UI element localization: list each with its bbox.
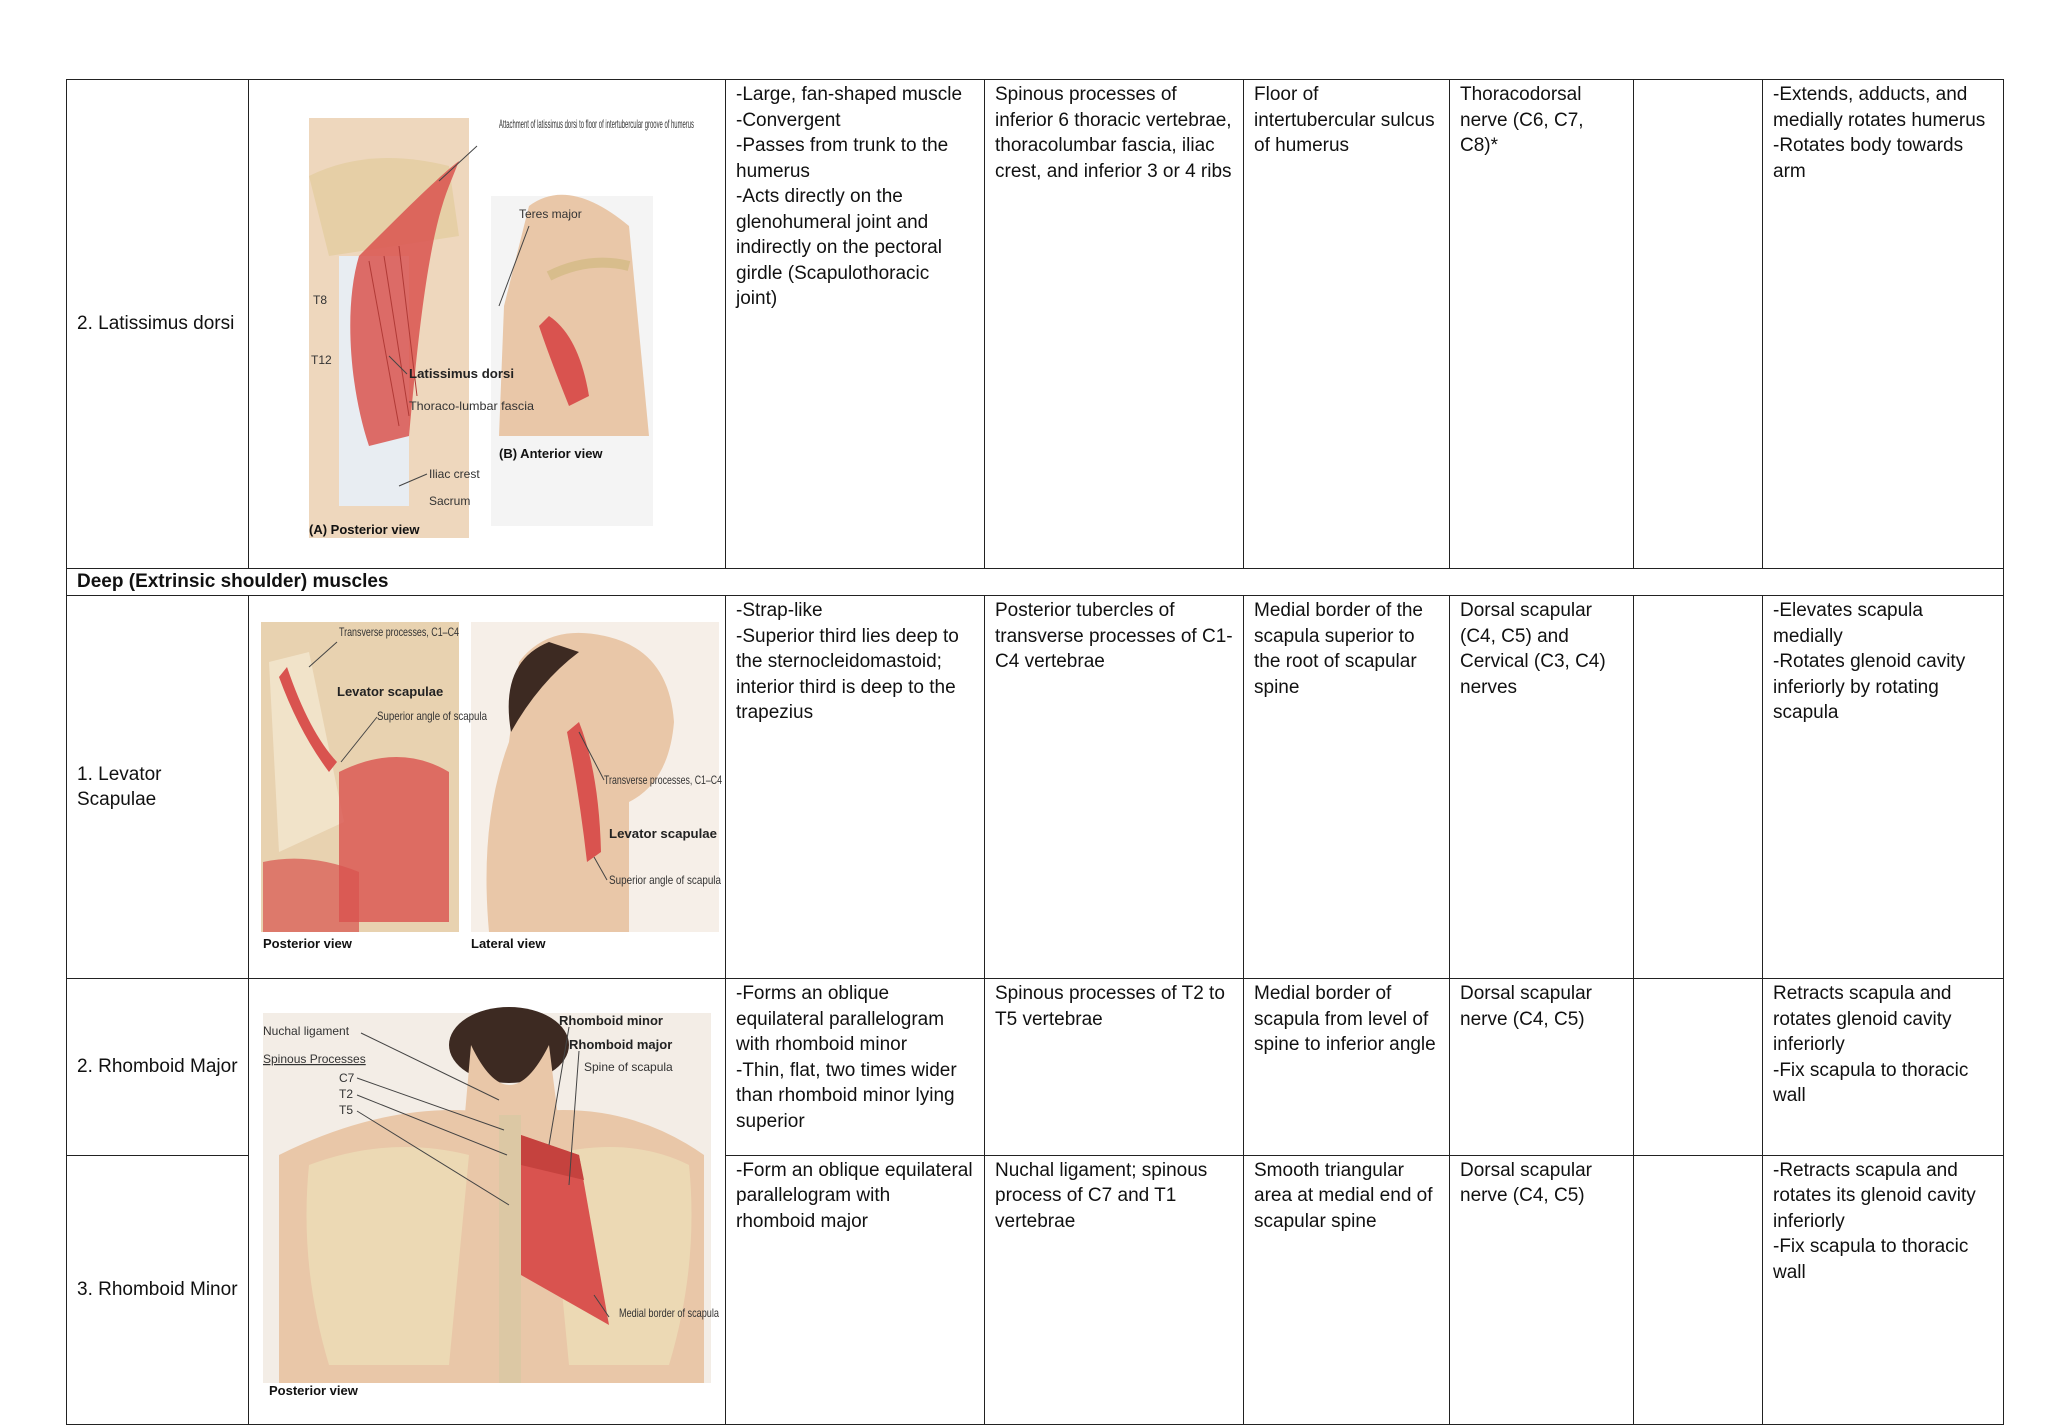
muscle-name: 2. Latissimus dorsi bbox=[66, 79, 249, 569]
blank-cell bbox=[1633, 595, 1763, 979]
caption-rhomboid-posterior: Posterior view bbox=[269, 1383, 359, 1398]
label-c7: C7 bbox=[339, 1071, 355, 1085]
innervation-cell: Dorsal scapular (C4, C5) and Cervical (C… bbox=[1449, 595, 1634, 979]
label-thoraco: Thoraco-lumbar fascia bbox=[409, 399, 534, 413]
label-spinous: Spinous Processes bbox=[263, 1052, 366, 1066]
section-row: Deep (Extrinsic shoulder) muscles bbox=[66, 568, 2004, 596]
features-cell: -Forms an oblique equilateral parallelog… bbox=[725, 978, 985, 1156]
muscle-name: 3. Rhomboid Minor bbox=[66, 1154, 249, 1425]
label-transverse-posterior: Transverse processes, C1–C4 bbox=[339, 625, 459, 639]
action-cell: -Retracts scapula and rotates its glenoi… bbox=[1762, 1154, 2004, 1425]
label-t2: T2 bbox=[339, 1087, 353, 1101]
label-sacrum: Sacrum bbox=[429, 494, 470, 508]
innervation-cell: Dorsal scapular nerve (C4, C5) bbox=[1449, 978, 1634, 1156]
innervation-cell: Thoracodorsal nerve (C6, C7, C8)* bbox=[1449, 79, 1634, 569]
innervation-cell: Dorsal scapular nerve (C4, C5) bbox=[1449, 1154, 1634, 1425]
muscle-name: 2. Rhomboid Major bbox=[66, 978, 249, 1156]
features-cell: -Form an oblique equilateral parallelogr… bbox=[725, 1154, 985, 1425]
label-attachment: Attachment of latissimus dorsi to floor … bbox=[499, 117, 694, 131]
label-spine-of-scapula: Spine of scapula bbox=[584, 1060, 673, 1074]
muscle-table: 2. Latissimus dorsi Attachment of latiss… bbox=[66, 79, 2004, 1425]
origin-cell: Nuchal ligament; spinous process of C7 a… bbox=[984, 1154, 1244, 1425]
table-row-rhomboid-major: 2. Rhomboid Major Nuchal ligament Spinou… bbox=[66, 978, 2004, 1425]
label-transverse-lateral: Transverse processes, C1–C4 bbox=[604, 773, 722, 787]
insertion-cell: Medial border of scapula from level of s… bbox=[1243, 978, 1450, 1156]
label-latissimus: Latissimus dorsi bbox=[409, 366, 514, 381]
table-row-levator: 1. Levator Scapulae Transverse processes… bbox=[66, 595, 2004, 979]
caption-posterior: (A) Posterior view bbox=[309, 522, 420, 537]
latissimus-dorsi-figure: Attachment of latissimus dorsi to floor … bbox=[309, 117, 694, 538]
blank-cell bbox=[1633, 79, 1763, 569]
insertion-cell: Smooth triangular area at medial end of … bbox=[1243, 1154, 1450, 1425]
blank-cell bbox=[1633, 978, 1763, 1156]
rhomboid-figure: Nuchal ligament Spinous Processes C7 T2 … bbox=[263, 1006, 719, 1398]
table-row-latissimus: 2. Latissimus dorsi Attachment of latiss… bbox=[66, 79, 2004, 569]
label-teres: Teres major bbox=[519, 207, 582, 221]
label-rhomboid-minor: Rhomboid minor bbox=[559, 1013, 663, 1028]
label-rhomboid-major: Rhomboid major bbox=[569, 1037, 672, 1052]
features-cell: -Strap-like -Superior third lies deep to… bbox=[725, 595, 985, 979]
action-cell: Retracts scapula and rotates glenoid cav… bbox=[1762, 978, 2004, 1156]
action-cell: -Elevates scapula medially -Rotates glen… bbox=[1762, 595, 2004, 979]
caption-lateral-view: Lateral view bbox=[471, 936, 546, 951]
label-t5: T5 bbox=[339, 1103, 353, 1117]
caption-anterior: (B) Anterior view bbox=[499, 446, 603, 461]
label-t12: T12 bbox=[311, 353, 332, 367]
label-levator-posterior: Levator scapulae bbox=[337, 684, 443, 699]
label-nuchal: Nuchal ligament bbox=[263, 1024, 350, 1038]
section-title: Deep (Extrinsic shoulder) muscles bbox=[66, 568, 2004, 596]
label-medial-border: Medial border of scapula bbox=[619, 1306, 719, 1320]
label-levator-lateral: Levator scapulae bbox=[609, 826, 717, 841]
origin-cell: Spinous processes of T2 to T5 vertebrae bbox=[984, 978, 1244, 1156]
rhomboid-figure-cell: Nuchal ligament Spinous Processes C7 T2 … bbox=[248, 978, 726, 1425]
insertion-cell: Floor of intertubercular sulcus of humer… bbox=[1243, 79, 1450, 569]
levator-scapulae-figure: Transverse processes, C1–C4 Levator scap… bbox=[261, 621, 722, 951]
muscle-name: 1. Levator Scapulae bbox=[66, 595, 249, 979]
label-t8: T8 bbox=[313, 293, 327, 307]
features-cell: -Large, fan-shaped muscle -Convergent -P… bbox=[725, 79, 985, 569]
caption-posterior-view: Posterior view bbox=[263, 936, 353, 951]
levator-figure-cell: Transverse processes, C1–C4 Levator scap… bbox=[248, 595, 726, 979]
origin-cell: Posterior tubercles of transverse proces… bbox=[984, 595, 1244, 979]
label-iliac: Iliac crest bbox=[429, 467, 480, 481]
label-superior-posterior: Superior angle of scapula bbox=[377, 709, 487, 723]
insertion-cell: Medial border of the scapula superior to… bbox=[1243, 595, 1450, 979]
label-superior-lateral: Superior angle of scapula bbox=[609, 873, 721, 887]
action-cell: -Extends, adducts, and medially rotates … bbox=[1762, 79, 2004, 569]
blank-cell bbox=[1633, 1154, 1763, 1425]
latissimus-figure-cell: Attachment of latissimus dorsi to floor … bbox=[248, 79, 726, 569]
origin-cell: Spinous processes of inferior 6 thoracic… bbox=[984, 79, 1244, 569]
